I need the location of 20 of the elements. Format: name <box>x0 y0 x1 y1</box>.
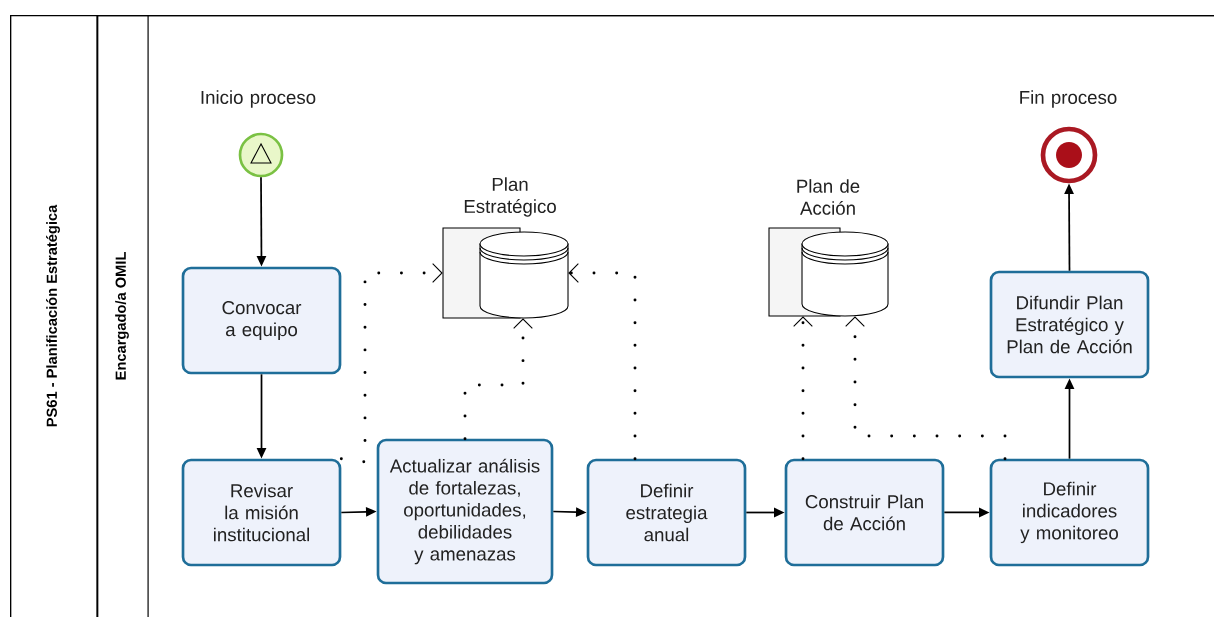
association-line <box>339 263 443 464</box>
data-store-icon <box>768 227 889 317</box>
association-line <box>463 318 533 441</box>
task-box: Definir indicadores y monitoreo <box>989 458 1150 567</box>
end-event-circle <box>1040 126 1098 184</box>
data-store-icon <box>442 227 569 319</box>
task-box: Convocar a equipo <box>181 266 342 375</box>
task-box: Difundir Plan Estratégico y Plan de Acción <box>989 270 1150 379</box>
node-label: Inicio proceso <box>201 90 316 108</box>
association-line <box>845 316 1007 461</box>
start-event-circle <box>238 132 284 178</box>
task-box: Revisar la misión institucional <box>181 458 342 567</box>
node-label: Plan Estratégico <box>464 177 556 217</box>
task-box: Definir estrategia anual <box>586 458 747 567</box>
task-box: Actualizar análisis de fortalezas, oportunidades, debilidades y amenazas <box>376 438 554 585</box>
node-label: Fin proceso <box>1020 90 1117 108</box>
node-label: Plan de Acción <box>797 179 860 215</box>
association-line <box>568 263 637 461</box>
task-box: Construir Plan de Acción <box>784 458 945 567</box>
association-line <box>793 316 813 461</box>
